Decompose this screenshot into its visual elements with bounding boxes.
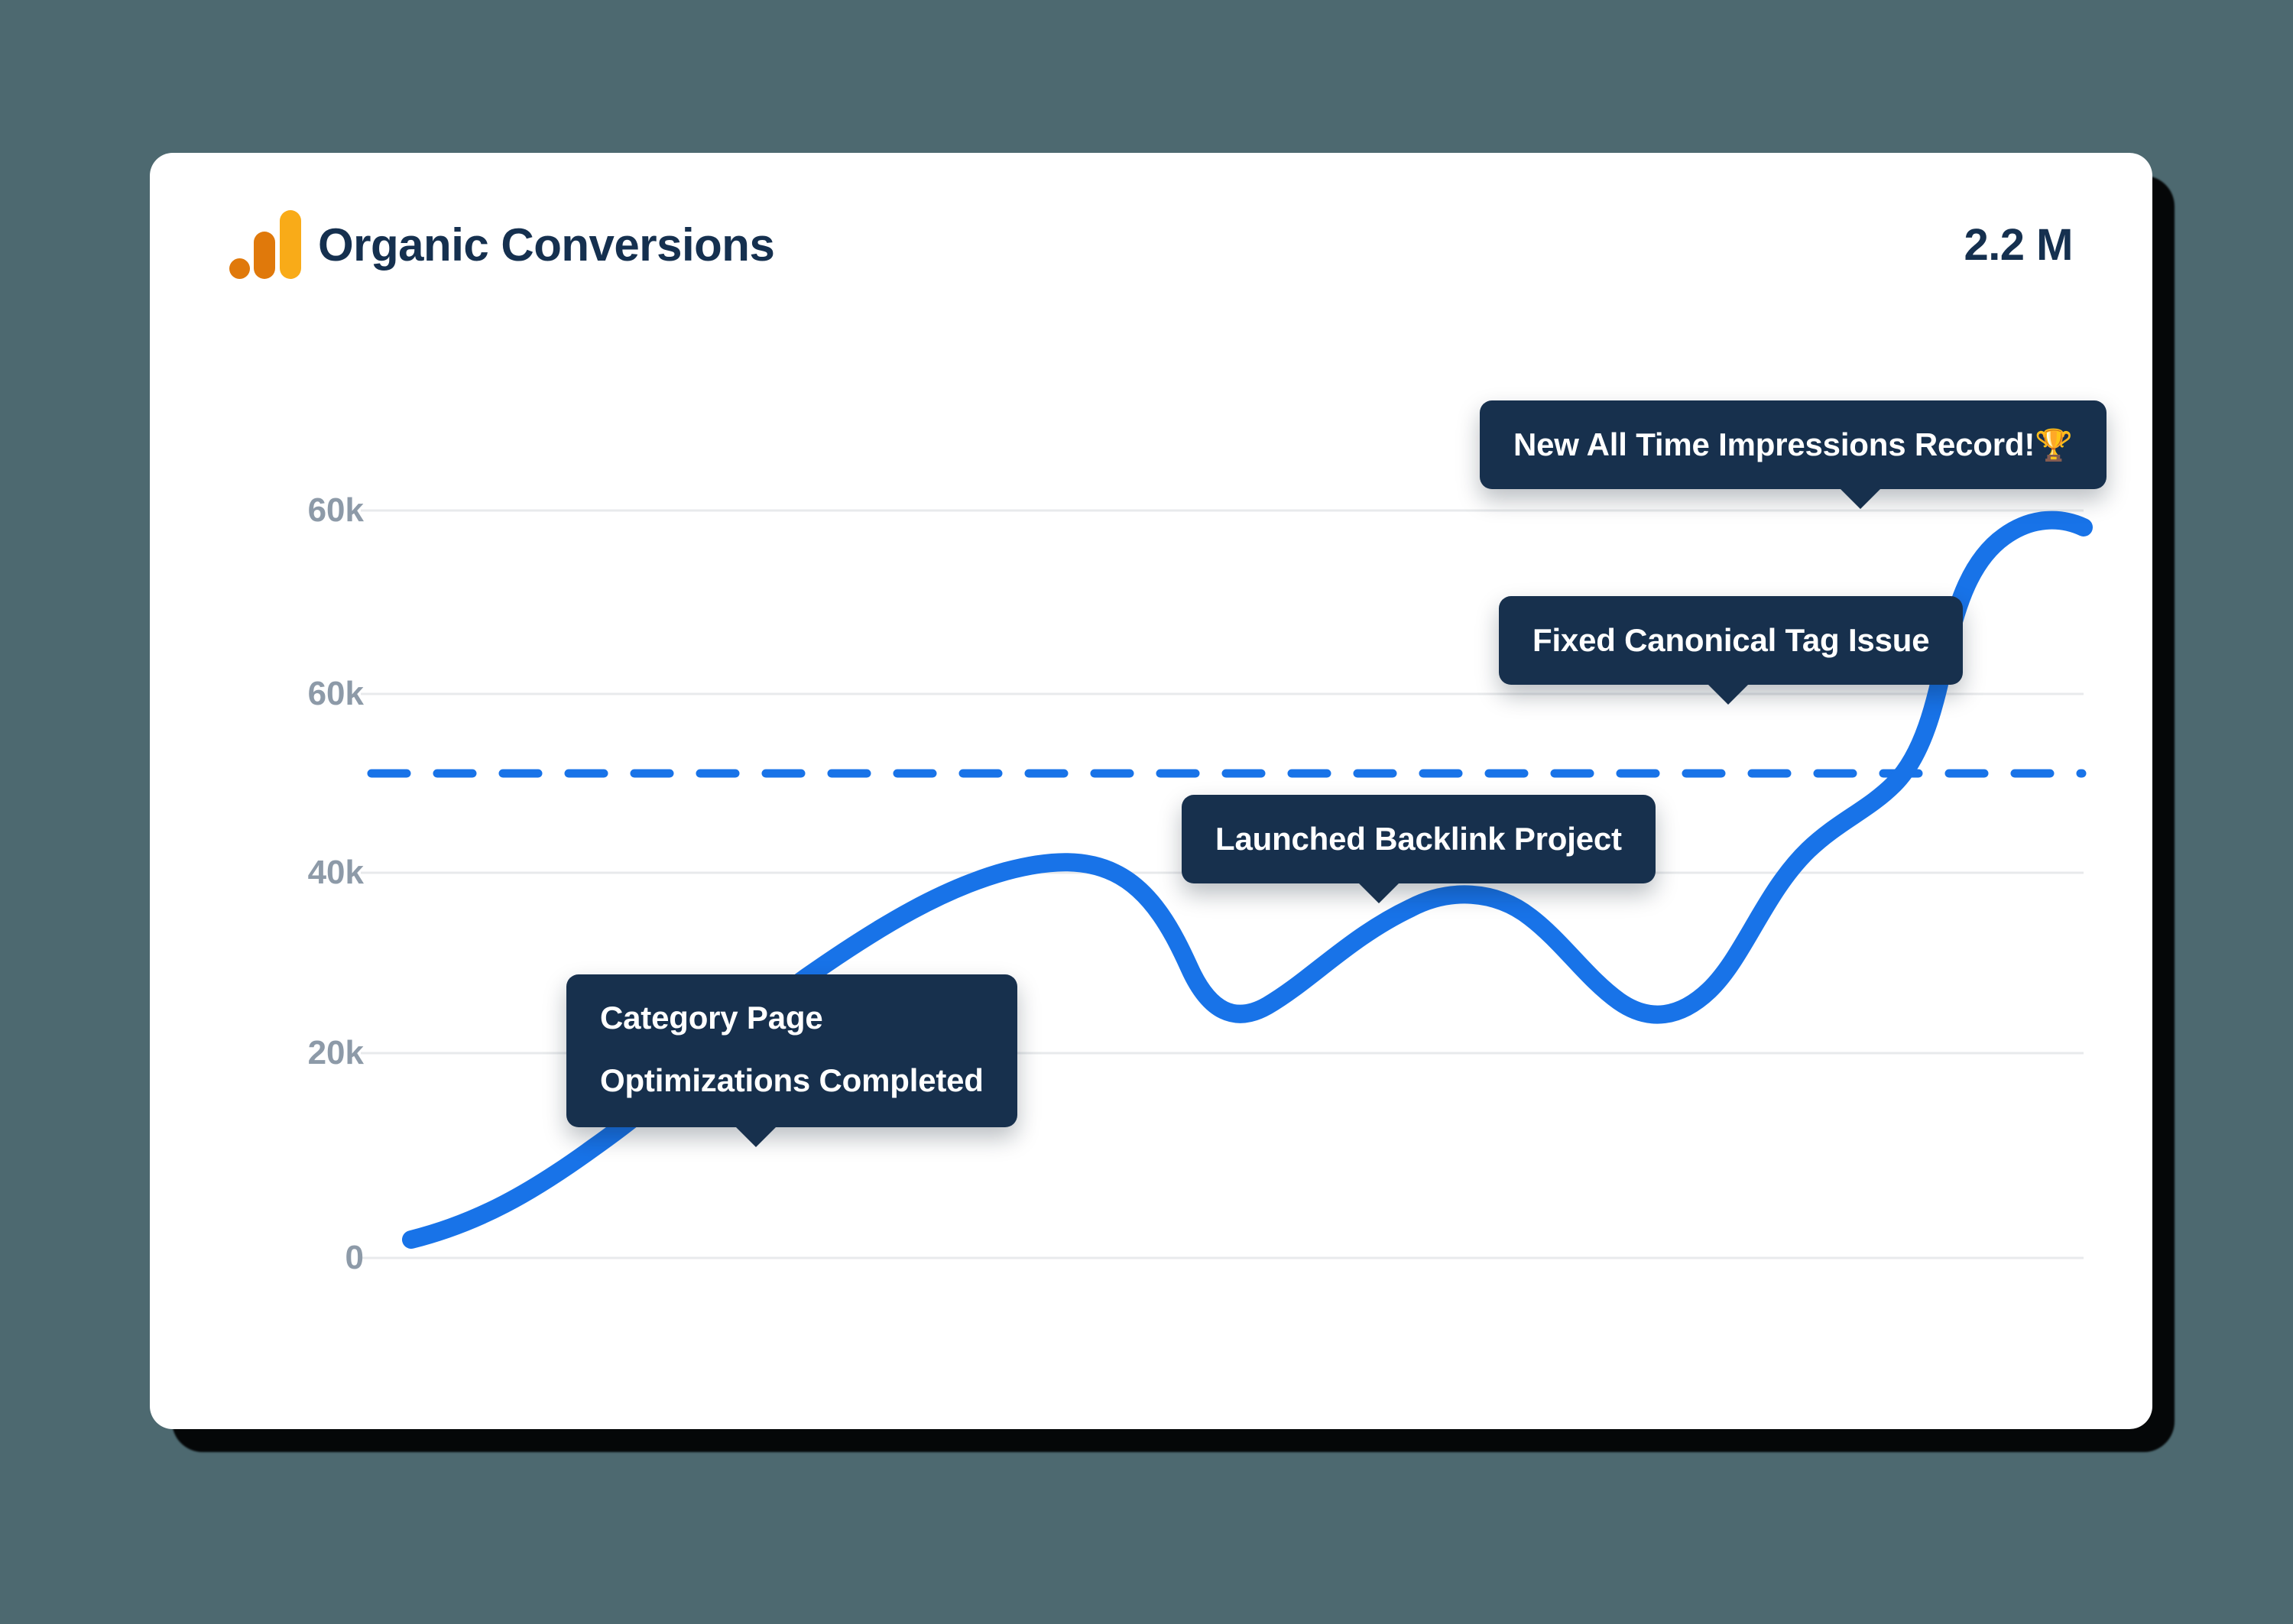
ga-bar-small (229, 258, 250, 279)
tooltip-arrow (1707, 683, 1750, 705)
card-header: Organic Conversions 2.2 M (150, 153, 2152, 336)
tooltip-arrow (735, 1126, 777, 1147)
tooltip-arrow (1839, 488, 1882, 509)
y-tick-label-0: 60k (307, 491, 364, 529)
annotation-category-label-line1: Category Page (600, 1000, 823, 1036)
annotation-tooltip-backlink[interactable]: Launched Backlink Project (1182, 795, 1656, 903)
google-analytics-icon (229, 210, 301, 279)
annotation-tooltip-category[interactable]: Category Page Optimizations Completed (566, 974, 1017, 1147)
analytics-card: Organic Conversions 2.2 M 60k 60k 40k 20… (150, 153, 2152, 1429)
ga-bar-medium (254, 232, 275, 279)
tooltip-arrow (1357, 882, 1400, 903)
annotation-category-label-line2: Optimizations Completed (600, 1062, 984, 1098)
annotation-tooltip-record[interactable]: New All Time Impressions Record!🏆 (1480, 400, 2107, 509)
annotation-tooltip-canonical[interactable]: Fixed Canonical Tag Issue (1499, 596, 1964, 705)
metric-total-value: 2.2 M (1964, 219, 2073, 270)
trophy-emoji: 🏆 (2035, 429, 2073, 462)
annotation-canonical-label: Fixed Canonical Tag Issue (1532, 622, 1930, 658)
ga-bar-tall (280, 210, 301, 279)
y-tick-label-3: 20k (307, 1034, 364, 1071)
y-tick-label-1: 60k (307, 675, 364, 712)
page-title: Organic Conversions (318, 219, 775, 271)
annotation-record-label: New All Time Impressions Record! (1513, 426, 2035, 462)
annotation-backlink-label: Launched Backlink Project (1215, 821, 1622, 857)
y-tick-label-2: 40k (307, 854, 364, 891)
y-tick-label-4: 0 (345, 1239, 364, 1276)
